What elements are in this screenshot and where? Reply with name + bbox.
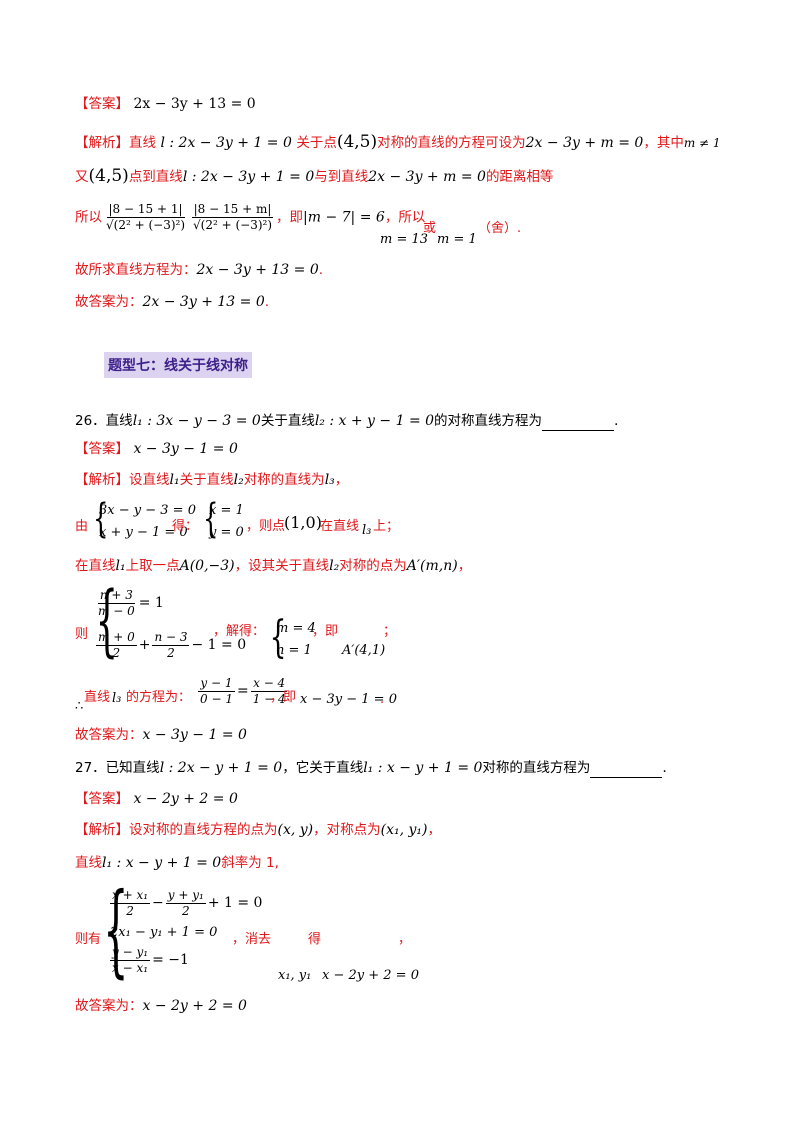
analysis-26-line-1: 【解析】设直线l₁关于直线l₂对称的直线为l₃， [75, 472, 349, 488]
brace-icon: { [203, 496, 219, 542]
analysis-line-3: 所以|8 − 15 + 1|√(2² + (−3)²)|8 − 15 + m|√… [75, 202, 426, 232]
m-equals-1: m = 1 [437, 232, 477, 247]
answer-line-1: 【答案】 2x − 3y + 13 = 0 [75, 94, 256, 114]
answer-line-26: 【答案】 x − 3y − 1 = 0 [75, 441, 238, 457]
system-3-eq2: 2x₁ − y₁ + 1 = 0 [110, 925, 218, 940]
analysis-line-2: 又(4,5)点到直线l : 2x − 3y + 1 = 0与到直线2x − 3y… [75, 166, 554, 186]
final-answer-27: 故答案为：x − 2y + 2 = 0 [75, 998, 247, 1014]
analysis-26-line-3: 在直线l₁上取一点A(0,−3)，设其关于直线l₂对称的点为A′(m,n)， [75, 558, 472, 574]
brace-icon: { [93, 496, 109, 542]
section-heading: 题型七：线关于线对称 [104, 352, 252, 378]
brace-icon: { [95, 576, 118, 666]
distance-fraction-1: |8 − 15 + 1|√(2² + (−3)²) [106, 202, 186, 232]
analysis-27-line-1: 【解析】设对称的直线方程的点为(x, y)，对称点为(x₁, y₁)， [75, 822, 441, 838]
final-answer-1: 故答案为：2x − 3y + 13 = 0. [75, 294, 270, 310]
analysis-tag: 【解析】 [75, 135, 129, 151]
question-26: 26．直线l₁ : 3x − y − 3 = 0关于直线l₂ : x + y −… [75, 413, 619, 431]
answer-value: 2x − 3y + 13 = 0 [133, 96, 256, 112]
answer-blank [590, 763, 663, 778]
answer-tag: 【答案】 [75, 96, 129, 112]
distance-fraction-2: |8 − 15 + m|√(2² + (−3)²) [191, 202, 274, 232]
analysis-line-1: 【解析】直线 l : 2x − 3y + 1 = 0 关于点(4,5)对称的直线… [75, 132, 721, 152]
analysis-line-4: 故所求直线方程为：2x − 3y + 13 = 0. [75, 262, 324, 278]
analysis-27-line-2: 直线l₁ : x − y + 1 = 0斜率为 1, [75, 855, 279, 871]
brace-icon: { [103, 871, 129, 988]
brace-icon: { [269, 612, 287, 663]
answer-blank [542, 416, 615, 431]
m-equals-13: m = 13 [380, 232, 429, 247]
answer-line-27: 【答案】 x − 2y + 2 = 0 [75, 791, 238, 807]
final-answer-26: 故答案为：x − 3y − 1 = 0 [75, 727, 247, 743]
question-27: 27．已知直线l : 2x − y + 1 = 0，它关于直线l₁ : x − … [75, 760, 667, 778]
